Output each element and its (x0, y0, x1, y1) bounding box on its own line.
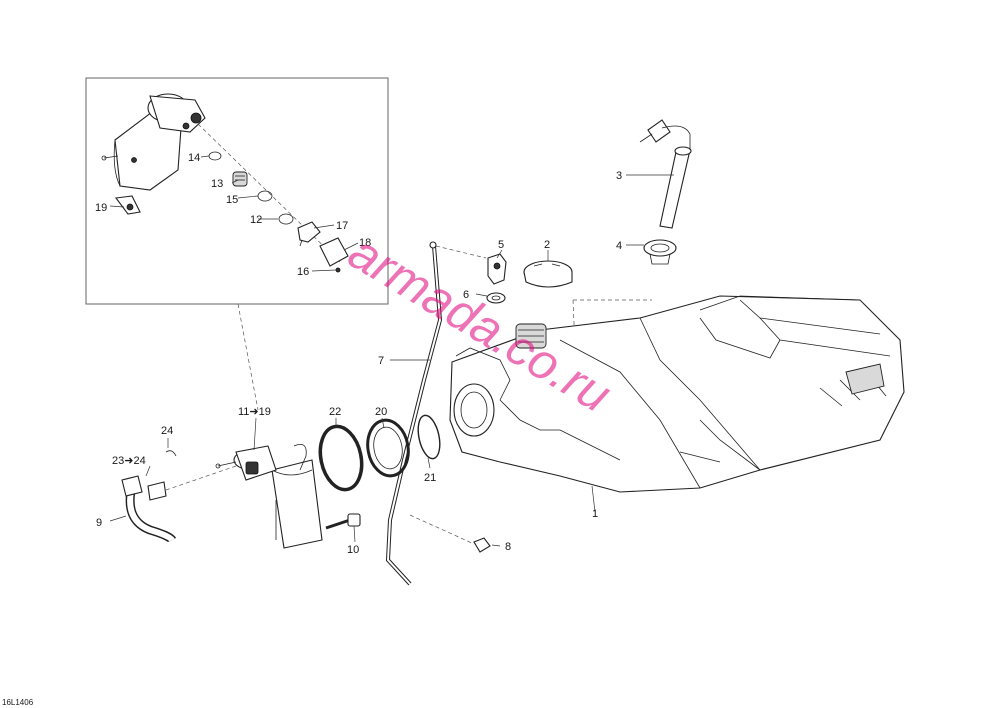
label-10: 10 (347, 544, 359, 556)
label-11-19: 11➜19 (238, 406, 271, 418)
label-13: 13 (211, 178, 223, 190)
inset-fuel-pump-module (101, 93, 341, 263)
label-2: 2 (544, 239, 550, 251)
inset-detail-box (85, 77, 389, 411)
grommet-6 (486, 292, 506, 304)
label-8: 8 (505, 541, 511, 553)
fuel-level-sender (639, 119, 692, 229)
label-5: 5 (498, 239, 504, 251)
hose-clip-24 (165, 450, 177, 457)
label-18: 18 (359, 237, 371, 249)
inset-small-parts (208, 151, 349, 273)
label-17: 17 (336, 220, 348, 232)
figure-id: 16L1406 (2, 698, 34, 707)
label-21: 21 (424, 472, 436, 484)
clip-8 (473, 537, 491, 553)
callout-labels: 1 2 3 4 5 6 7 8 9 10 11➜19 12 13 14 15 1… (95, 152, 622, 556)
fuel-pump-module (215, 443, 323, 549)
label-1: 1 (592, 508, 598, 520)
label-3: 3 (616, 170, 622, 182)
label-22: 22 (329, 406, 341, 418)
label-19: 19 (95, 202, 107, 214)
label-24: 24 (161, 425, 173, 437)
bolt-10 (325, 513, 361, 530)
o-ring-21 (417, 414, 441, 460)
label-14: 14 (188, 152, 200, 164)
label-6: 6 (463, 289, 469, 301)
inset-clip-19 (114, 195, 141, 215)
label-15: 15 (226, 194, 238, 206)
label-20: 20 (375, 406, 387, 418)
fuel-cap-2 (523, 260, 573, 288)
fuel-tank-1 (449, 295, 905, 493)
label-9: 9 (96, 517, 102, 529)
lock-ring-20 (366, 418, 410, 478)
label-16: 16 (297, 266, 309, 278)
vent-tube-7 (385, 241, 443, 586)
sender-gasket-4 (643, 239, 677, 265)
leader-lines (109, 155, 674, 547)
vent-valve-5 (487, 253, 507, 285)
label-23-24: 23➜24 (112, 455, 146, 467)
fuel-hose-9 (121, 465, 237, 543)
label-7: 7 (378, 355, 384, 367)
seal-ring-22 (318, 424, 364, 492)
label-4: 4 (616, 240, 622, 252)
label-12: 12 (250, 214, 262, 226)
